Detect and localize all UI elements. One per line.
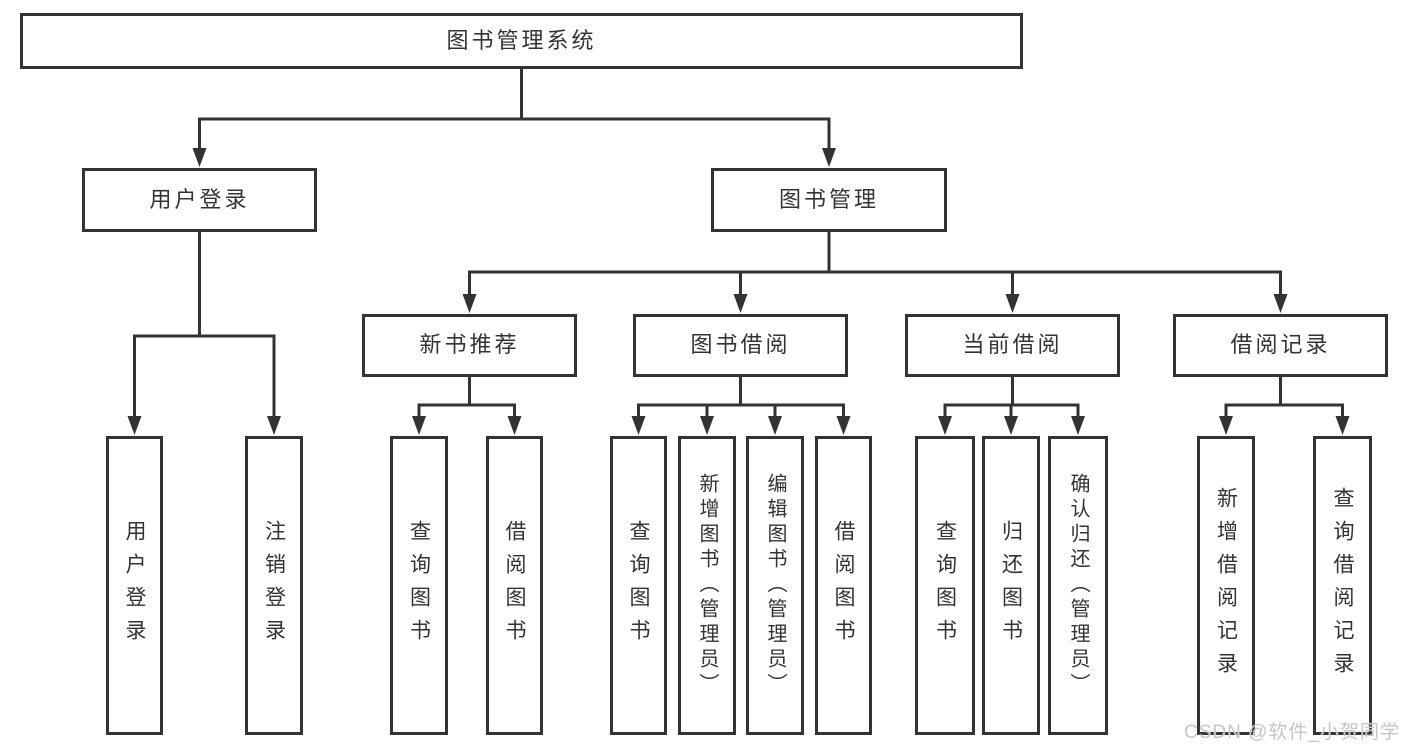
arrowhead [412,416,426,435]
edge-current-borrow [938,376,1085,435]
arrowhead [267,416,281,435]
node-leaf-query-borrow-record: 查询借阅记录 [1313,436,1372,735]
node-label-leaf-edit-books: 编辑图书（管理员） [764,473,786,698]
node-book-borrow: 图书借阅 [633,314,848,377]
node-leaf-borrow-books-2: 借阅图书 [815,436,872,735]
node-label-leaf-query-books-1: 查询图书 [407,519,431,652]
node-label-leaf-borrow-books-1: 借阅图书 [503,519,526,652]
node-leaf-logout: 注销登录 [245,436,303,735]
node-label-new-book-rec: 新书推荐 [419,332,520,358]
node-leaf-edit-books: 编辑图书（管理员） [746,436,804,735]
node-label-leaf-query-books-2: 查询图书 [627,519,650,652]
node-label-root: 图书管理系统 [446,27,597,53]
edge-user-login [127,231,281,435]
node-leaf-add-borrow-record: 新增借阅记录 [1197,436,1255,735]
node-leaf-confirm-return: 确认归还（管理员） [1048,436,1108,735]
node-label-leaf-confirm-return: 确认归还（管理员） [1067,473,1089,698]
edge-root [192,68,836,167]
arrowhead [1273,294,1288,313]
node-leaf-query-books-1: 查询图书 [390,436,448,735]
edge-book-mgmt [462,231,1288,313]
node-label-leaf-return-books: 归还图书 [999,519,1023,652]
node-label-book-mgmt: 图书管理 [778,186,879,212]
arrowhead [768,416,782,435]
node-label-leaf-query-books-3: 查询图书 [933,519,957,652]
node-label-leaf-add-books: 新增图书（管理员） [696,473,718,698]
node-root: 图书管理系统 [20,13,1023,69]
node-leaf-query-books-2: 查询图书 [610,436,667,735]
node-leaf-add-books: 新增图书（管理员） [678,436,736,735]
node-leaf-query-books-3: 查询图书 [915,436,975,735]
node-leaf-return-books: 归还图书 [982,436,1040,735]
edge-new-book-rec [412,376,522,435]
node-leaf-borrow-books-1: 借阅图书 [486,436,543,735]
arrowhead [631,416,646,435]
node-label-current-borrow: 当前借阅 [962,332,1063,358]
arrowhead [1005,294,1020,313]
arrowhead [1219,416,1233,435]
arrowhead [127,416,142,435]
watermark-text: CSDN @软件_小贺同学 [1184,722,1400,743]
node-label-leaf-logout: 注销登录 [262,519,286,652]
arrowhead [1004,416,1018,435]
arrowhead [192,148,207,167]
arrowhead [822,148,836,167]
node-leaf-user-login: 用户登录 [106,436,163,735]
node-borrow-records: 借阅记录 [1173,314,1388,377]
node-current-borrow: 当前借阅 [905,314,1120,377]
node-label-leaf-query-borrow-record: 查询借阅记录 [1331,486,1354,685]
arrowhead [938,416,952,435]
node-label-leaf-add-borrow-record: 新增借阅记录 [1214,486,1238,685]
node-label-book-borrow: 图书借阅 [690,332,791,358]
arrowhead [700,416,714,435]
node-label-user-login: 用户登录 [149,186,250,212]
edge-borrow-records [1219,376,1350,435]
arrowhead [1335,416,1350,435]
node-book-mgmt: 图书管理 [711,168,947,232]
arrowhead [462,294,477,313]
node-new-book-rec: 新书推荐 [362,314,577,377]
node-label-borrow-records: 借阅记录 [1230,332,1331,358]
node-user-login: 用户登录 [82,168,317,232]
arrowhead [836,416,851,435]
edge-book-borrow [631,376,851,435]
node-label-leaf-borrow-books-2: 借阅图书 [832,519,855,652]
arrowhead [1071,416,1085,435]
arrowhead [733,294,748,313]
node-label-leaf-user-login: 用户登录 [123,519,146,652]
arrowhead [507,416,522,435]
